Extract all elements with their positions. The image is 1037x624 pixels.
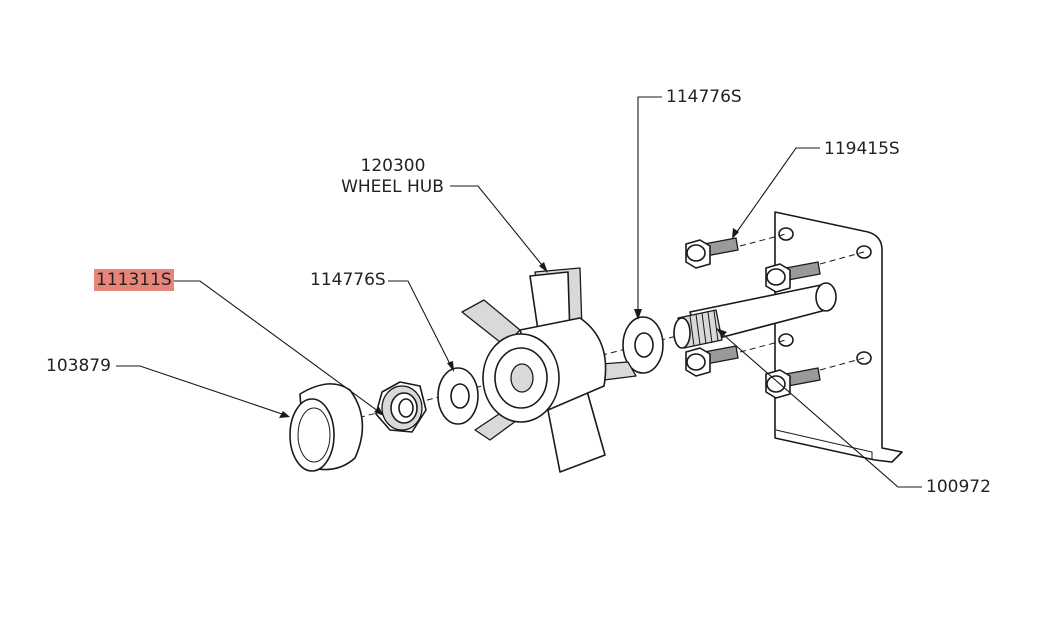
axle-shaft xyxy=(673,282,837,349)
mounting-bracket xyxy=(774,211,903,463)
wheel-hub xyxy=(461,267,637,473)
washer-rear xyxy=(622,316,664,374)
leader-bolt xyxy=(733,147,820,237)
leader-lines xyxy=(116,96,922,488)
leader-arrowheads xyxy=(279,228,739,418)
part-name-hub: WHEEL HUB xyxy=(341,177,444,197)
hub-cap xyxy=(289,383,364,472)
leader-hubcap xyxy=(116,365,289,417)
part-number-washer-rear: 114776S xyxy=(666,87,742,107)
washer-front xyxy=(437,367,479,425)
part-number-axle: 100972 xyxy=(926,477,991,497)
part-number-bolt: 119415S xyxy=(824,139,900,159)
leader-washer-rear xyxy=(637,96,662,316)
part-number-hubcap: 103879 xyxy=(46,356,111,376)
leader-hub xyxy=(450,185,547,271)
flange-bolt-top-right xyxy=(765,251,865,293)
part-number-washer-front: 114776S xyxy=(310,270,386,290)
leader-washer-front xyxy=(388,280,453,369)
highlighted-part-number: 111311S xyxy=(94,269,174,291)
lock-nut xyxy=(375,381,427,433)
part-number-hub: 120300 xyxy=(360,156,426,176)
leader-locknut xyxy=(173,280,383,415)
flange-bolt-bottom-left xyxy=(685,339,787,377)
flange-bolt-top-left xyxy=(685,233,787,269)
leader-axle xyxy=(717,329,922,488)
part-number-locknut: 111311S xyxy=(94,269,174,291)
